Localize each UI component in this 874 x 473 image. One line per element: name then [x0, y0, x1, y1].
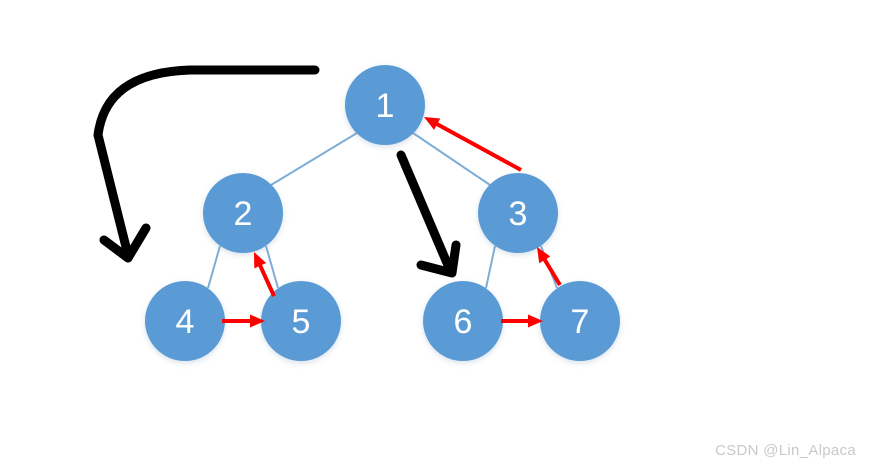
- tree-node-1[interactable]: 1: [345, 65, 425, 145]
- node-circle-3[interactable]: [478, 173, 558, 253]
- node-circle-1[interactable]: [345, 65, 425, 145]
- red-arrow-head: [528, 314, 543, 328]
- node-circle-4[interactable]: [145, 281, 225, 361]
- red-arrow-head: [250, 314, 265, 328]
- watermark-text: CSDN @Lin_Alpaca: [715, 442, 856, 459]
- black-curved-arrow-head: [99, 223, 151, 263]
- edge-1-3: [412, 132, 491, 186]
- red-arrow-line: [541, 256, 562, 287]
- red-arrow-7-to-3: [537, 247, 562, 287]
- tree-nodes-group: 1 2 3 4 5 6 7: [145, 65, 620, 361]
- red-arrow-line: [257, 262, 276, 297]
- edge-2-4: [207, 245, 221, 289]
- edge-1-2: [270, 132, 358, 186]
- tree-node-5[interactable]: 5: [261, 281, 341, 361]
- node-label-2: 2: [234, 195, 253, 233]
- black-straight-arrow-head: [416, 240, 461, 278]
- node-label-6: 6: [454, 303, 473, 341]
- node-circle-2[interactable]: [203, 173, 283, 253]
- red-arrow-5-to-2: [254, 252, 276, 297]
- node-circle-5[interactable]: [261, 281, 341, 361]
- tree-node-2[interactable]: 2: [203, 173, 283, 253]
- red-arrow-4-to-5: [222, 314, 265, 328]
- node-circle-7[interactable]: [540, 281, 620, 361]
- node-label-7: 7: [571, 303, 590, 341]
- red-arrow-6-to-7: [501, 314, 543, 328]
- node-label-3: 3: [509, 195, 528, 233]
- red-arrow-3-to-1: [424, 117, 522, 172]
- black-curved-arrow: [93, 65, 320, 263]
- black-straight-arrow: [396, 150, 461, 278]
- red-arrow-line: [433, 120, 522, 172]
- node-circle-6[interactable]: [423, 281, 503, 361]
- tree-node-6[interactable]: 6: [423, 281, 503, 361]
- red-arrow-head: [254, 252, 267, 269]
- edge-3-6: [485, 245, 496, 289]
- red-arrows-group: [222, 117, 562, 328]
- node-label-5: 5: [292, 303, 311, 341]
- tree-node-3[interactable]: 3: [478, 173, 558, 253]
- red-arrow-head: [537, 247, 551, 264]
- node-label-4: 4: [176, 303, 195, 341]
- tree-node-7[interactable]: 7: [540, 281, 620, 361]
- black-arrows-group: [93, 65, 461, 278]
- black-straight-arrow-body: [396, 150, 455, 275]
- red-arrow-head: [424, 117, 441, 130]
- edge-2-5: [265, 245, 279, 289]
- black-curved-arrow-body: [93, 65, 320, 260]
- node-label-1: 1: [376, 87, 395, 125]
- tree-node-4[interactable]: 4: [145, 281, 225, 361]
